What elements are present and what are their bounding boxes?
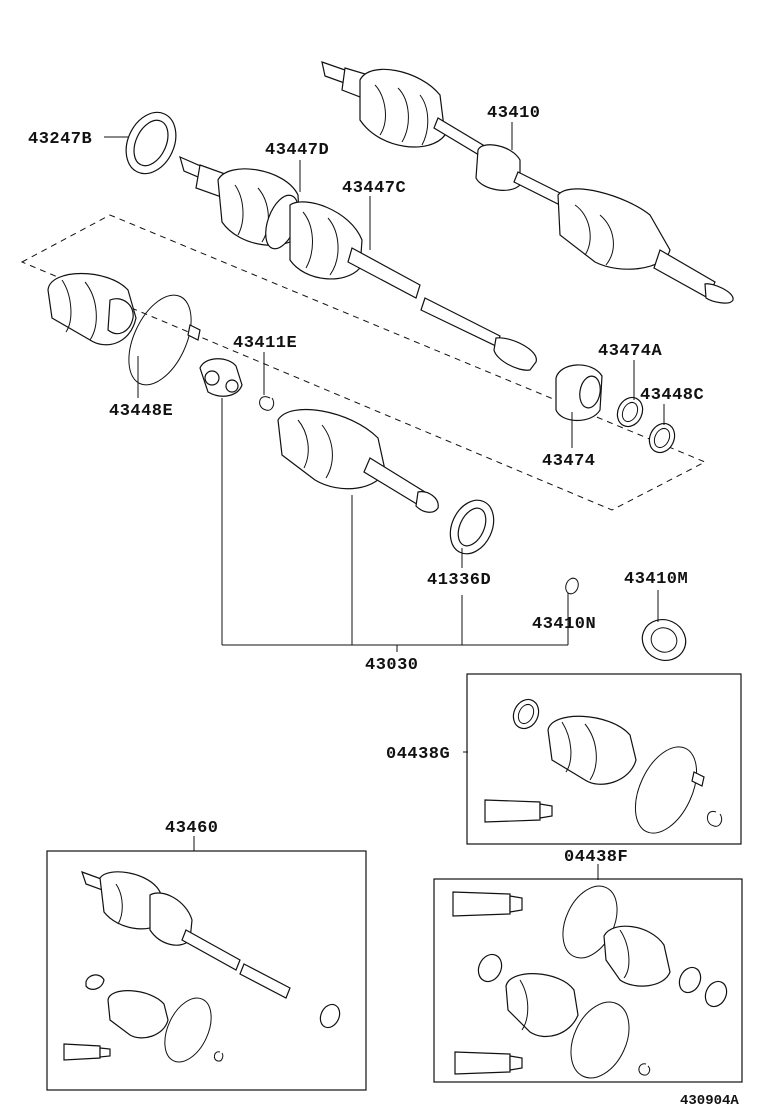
label-43448c: 43448C [640,386,704,405]
kit-04438f-contents[interactable] [452,877,731,1087]
drive-shaft-assembly-middle[interactable] [179,155,537,371]
ring-41336d[interactable] [442,493,502,561]
label-43447c: 43447C [342,179,406,198]
label-04438g: 04438G [386,745,450,764]
label-43447d: 43447D [265,141,329,160]
label-43410: 43410 [487,104,541,123]
diagram-code: 430904A [680,1093,739,1109]
outer-joint-housing[interactable] [277,408,439,513]
label-43411e: 43411E [233,334,297,353]
label-41336d: 41336D [427,571,491,590]
label-43460: 43460 [165,819,219,838]
snap-ring-43410n[interactable] [564,576,581,595]
ring-43247b[interactable] [117,104,186,181]
label-43448e: 43448E [109,402,173,421]
kit-box-43460 [46,850,367,1091]
kit-box-04438g [466,673,742,845]
label-04438f: 04438F [564,848,628,867]
kit-box-04438f [433,878,743,1083]
drive-shaft-assembly-top[interactable] [321,61,734,304]
label-43474: 43474 [542,452,596,471]
label-43030: 43030 [365,656,419,675]
clamp-43448c[interactable] [645,419,679,456]
tripod-joint[interactable] [199,358,243,397]
boot-43448e[interactable] [47,273,137,346]
assembly-dashed-outline [20,214,707,511]
damper-43474[interactable] [555,364,603,422]
kit-04438g-contents[interactable] [484,695,723,842]
label-43247b: 43247B [28,130,92,149]
leader-lines [104,122,665,880]
snap-ring-43411e[interactable] [259,396,275,411]
kit-43460-contents[interactable] [63,871,343,1069]
clamp-band-43448e[interactable] [116,286,204,395]
label-43474a: 43474A [598,342,663,361]
clamp-43474a[interactable] [613,393,647,430]
label-43410m: 43410M [624,570,688,589]
seal-43410m[interactable] [636,613,693,668]
label-43410n: 43410N [532,615,596,634]
